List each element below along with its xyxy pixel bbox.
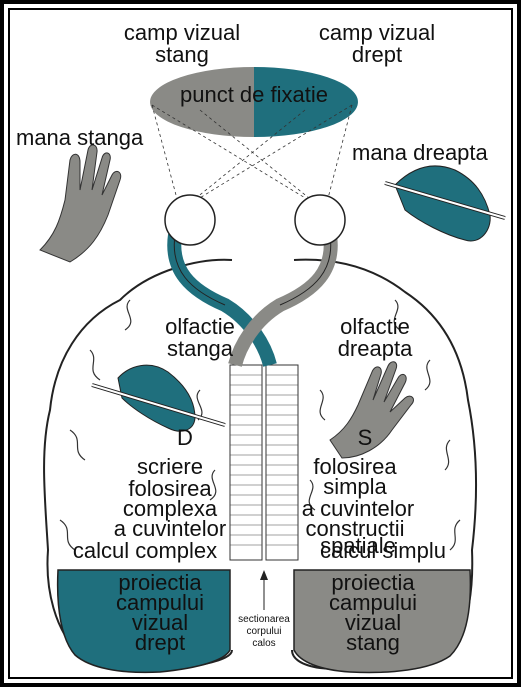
projection-right-line-4: stang bbox=[346, 630, 400, 655]
callosum-label-line-3: calos bbox=[252, 638, 275, 649]
hemisphere-letter-right: S bbox=[358, 425, 373, 450]
callosum-label-line-1: sectionarea bbox=[238, 614, 290, 625]
projection-left-line-4: drept bbox=[135, 630, 185, 655]
left-function-5: calcul complex bbox=[73, 538, 217, 563]
left-visual-field-line-2: stang bbox=[155, 42, 209, 67]
olfaction-left-line-2: stanga bbox=[167, 336, 234, 361]
left-hand-label: mana stanga bbox=[16, 125, 144, 150]
hemisphere-letter-left: D bbox=[177, 425, 193, 450]
callosum-label-line-2: corpului bbox=[246, 626, 281, 637]
right-hand-label: mana dreapta bbox=[352, 140, 489, 165]
corpus-callosum bbox=[230, 365, 298, 560]
olfaction-right-line-2: dreapta bbox=[338, 336, 413, 361]
left-eye bbox=[165, 195, 215, 245]
right-eye bbox=[295, 195, 345, 245]
left-hand-icon bbox=[40, 145, 121, 262]
right-hand-writing-icon bbox=[385, 166, 505, 241]
right-visual-field-line-2: drept bbox=[352, 42, 402, 67]
callosum-arrowhead bbox=[260, 570, 268, 580]
fixation-point-label: punct de fixatie bbox=[180, 82, 328, 107]
right-function-6: calcul simplu bbox=[320, 538, 446, 563]
